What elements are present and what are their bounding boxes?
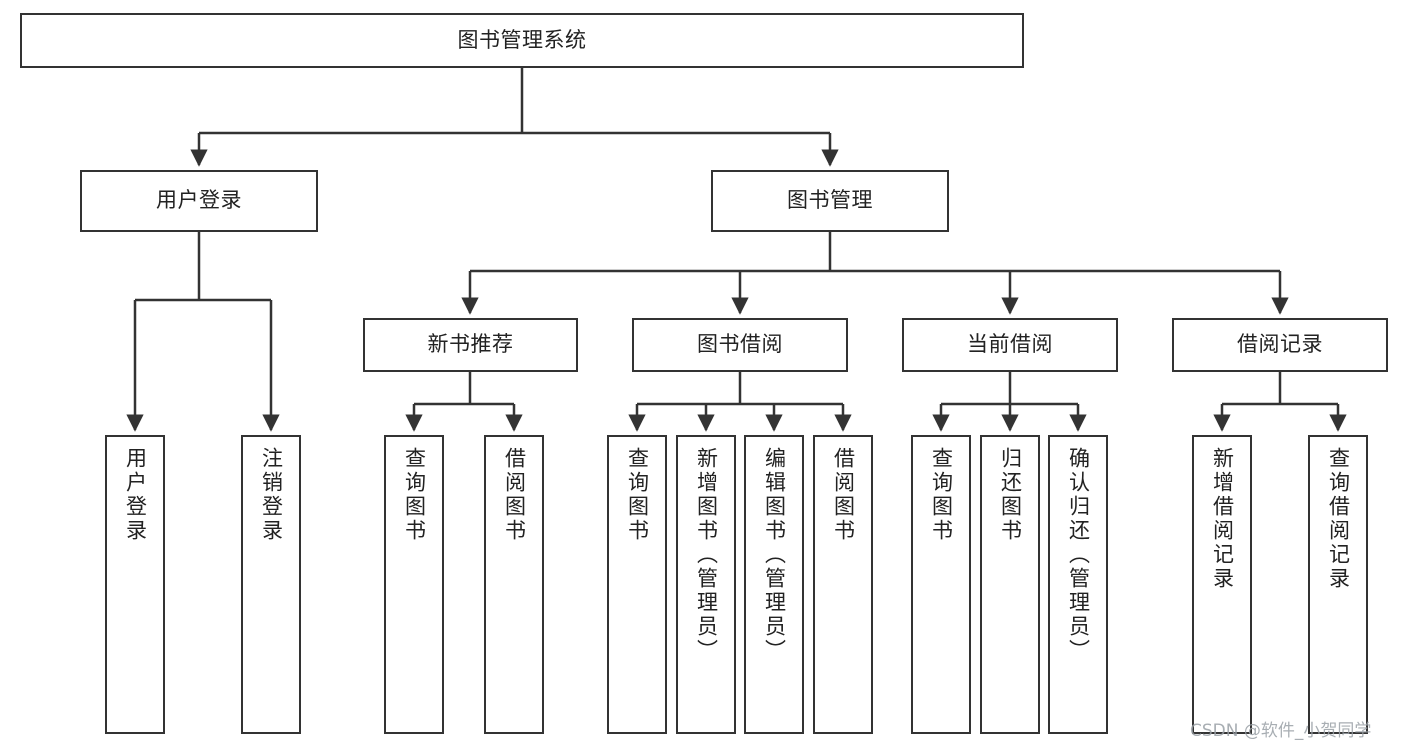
node-borrow-record[interactable]: 借阅记录 xyxy=(1172,318,1388,372)
node-leaf-edit-book-label: 编辑图书（管理员） xyxy=(762,447,787,663)
node-leaf-borrow-book-2-label: 借阅图书 xyxy=(831,447,856,543)
node-leaf-user-login[interactable]: 用户登录 xyxy=(105,435,165,734)
node-leaf-add-record[interactable]: 新增借阅记录 xyxy=(1192,435,1252,734)
node-leaf-add-book-label: 新增图书（管理员） xyxy=(694,447,719,663)
node-leaf-borrow-book-1-label: 借阅图书 xyxy=(502,447,527,543)
node-leaf-query-book-3-label: 查询图书 xyxy=(929,447,954,543)
node-book-manage[interactable]: 图书管理 xyxy=(711,170,949,232)
node-leaf-confirm-return[interactable]: 确认归还（管理员） xyxy=(1048,435,1108,734)
node-new-book-recommend-label: 新书推荐 xyxy=(427,332,514,357)
node-leaf-add-record-label: 新增借阅记录 xyxy=(1210,447,1235,591)
node-current-borrow[interactable]: 当前借阅 xyxy=(902,318,1118,372)
node-leaf-return-book-label: 归还图书 xyxy=(998,447,1023,543)
node-current-borrow-label: 当前借阅 xyxy=(967,332,1053,357)
node-leaf-return-book[interactable]: 归还图书 xyxy=(980,435,1040,734)
node-root[interactable]: 图书管理系统 xyxy=(20,13,1024,68)
node-leaf-query-record-label: 查询借阅记录 xyxy=(1326,447,1351,591)
csdn-watermark: CSDN @软件_小贺同学 xyxy=(1190,721,1372,741)
node-root-label: 图书管理系统 xyxy=(457,27,587,52)
node-user-login[interactable]: 用户登录 xyxy=(80,170,318,232)
node-new-book-recommend[interactable]: 新书推荐 xyxy=(363,318,578,372)
node-leaf-edit-book[interactable]: 编辑图书（管理员） xyxy=(744,435,804,734)
node-leaf-query-book-2-label: 查询图书 xyxy=(625,447,650,543)
node-book-manage-label: 图书管理 xyxy=(787,188,873,213)
node-leaf-query-book-1-label: 查询图书 xyxy=(402,447,427,543)
node-leaf-confirm-return-label: 确认归还（管理员） xyxy=(1066,447,1091,663)
node-leaf-query-record[interactable]: 查询借阅记录 xyxy=(1308,435,1368,734)
node-leaf-user-login-label: 用户登录 xyxy=(123,447,148,543)
node-leaf-logout[interactable]: 注销登录 xyxy=(241,435,301,734)
node-leaf-add-book[interactable]: 新增图书（管理员） xyxy=(676,435,736,734)
node-leaf-borrow-book-2[interactable]: 借阅图书 xyxy=(813,435,873,734)
node-leaf-logout-label: 注销登录 xyxy=(259,447,284,543)
node-book-borrow-label: 图书借阅 xyxy=(697,332,783,357)
node-borrow-record-label: 借阅记录 xyxy=(1237,332,1323,357)
node-leaf-query-book-2[interactable]: 查询图书 xyxy=(607,435,667,734)
node-leaf-query-book-3[interactable]: 查询图书 xyxy=(911,435,971,734)
node-leaf-query-book-1[interactable]: 查询图书 xyxy=(384,435,444,734)
node-book-borrow[interactable]: 图书借阅 xyxy=(632,318,848,372)
node-user-login-label: 用户登录 xyxy=(156,188,242,213)
node-leaf-borrow-book-1[interactable]: 借阅图书 xyxy=(484,435,544,734)
